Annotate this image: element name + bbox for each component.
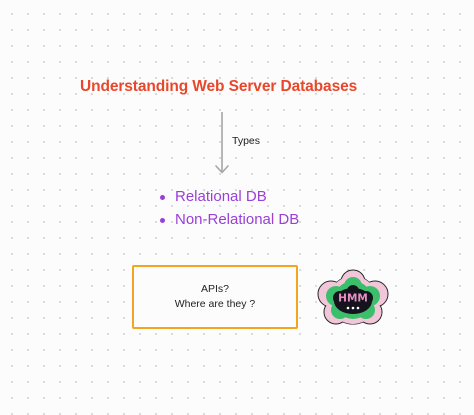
sticker-dots	[346, 306, 360, 310]
apis-note-box[interactable]: APIs? Where are they ?	[132, 265, 298, 329]
list-item: Relational DB	[160, 186, 299, 209]
list-item-label: Non-Relational DB	[175, 210, 300, 228]
list-item: Non-Relational DB	[160, 209, 299, 232]
bullet-icon	[160, 217, 165, 223]
database-types-list: Relational DB Non-Relational DB	[160, 186, 299, 231]
list-item-label: Relational DB	[175, 188, 267, 205]
sticker-dark-center	[333, 285, 373, 314]
hmm-sticker-icon[interactable]: HMM	[314, 268, 392, 332]
bullet-icon	[160, 195, 165, 200]
note-line-2: Where are they ?	[174, 298, 256, 310]
note-line-1: APIs?	[200, 283, 229, 295]
down-arrow-icon	[215, 112, 229, 174]
arrow-label: Types	[232, 135, 261, 147]
sticker-text: HMM	[338, 293, 368, 305]
diagram-title: Understanding Web Server Databases	[80, 78, 358, 95]
